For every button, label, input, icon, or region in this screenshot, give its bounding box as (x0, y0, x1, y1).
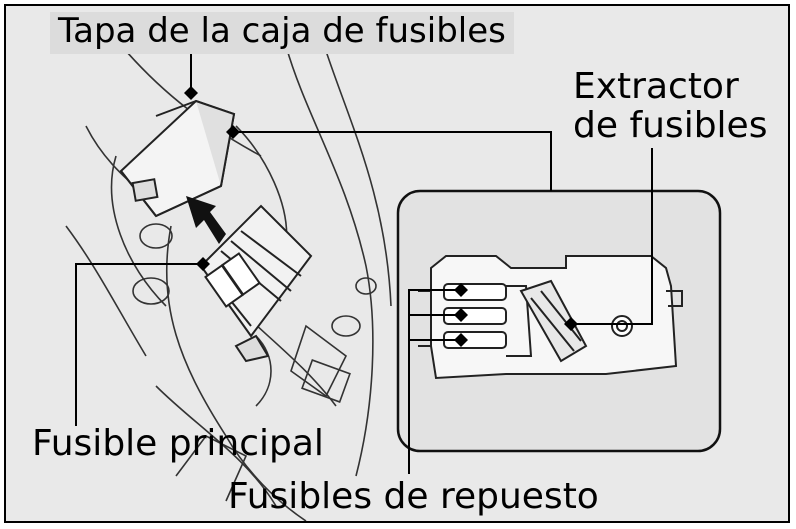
diamond-marker-icon (564, 317, 578, 331)
callout-markers (184, 86, 578, 347)
fuse-box-cover (119, 99, 236, 218)
main-fuse-label: Fusible principal (32, 423, 324, 464)
up-arrow-icon (186, 196, 226, 244)
diamond-marker-icon (454, 283, 468, 297)
callout-lines (75, 54, 653, 474)
diamond-marker-icon (226, 125, 240, 139)
inset-fuse-box (418, 255, 683, 380)
diamond-marker-icon (454, 308, 468, 322)
spare-fuses-label: Fusibles de repuesto (228, 476, 599, 517)
diamond-marker-icon (184, 86, 198, 100)
fuse-puller-label: Extractor de fusibles (573, 66, 768, 146)
diamond-marker-icon (196, 257, 210, 271)
engine-bay-sketch (65, 45, 392, 521)
diagram-frame: Tapa de la caja de fusibles Extractor de… (4, 4, 790, 523)
fuse-box-illustration (65, 45, 722, 521)
diamond-marker-icon (454, 333, 468, 347)
cover-label: Tapa de la caja de fusibles (50, 12, 514, 54)
fuse-box-body (199, 204, 313, 363)
